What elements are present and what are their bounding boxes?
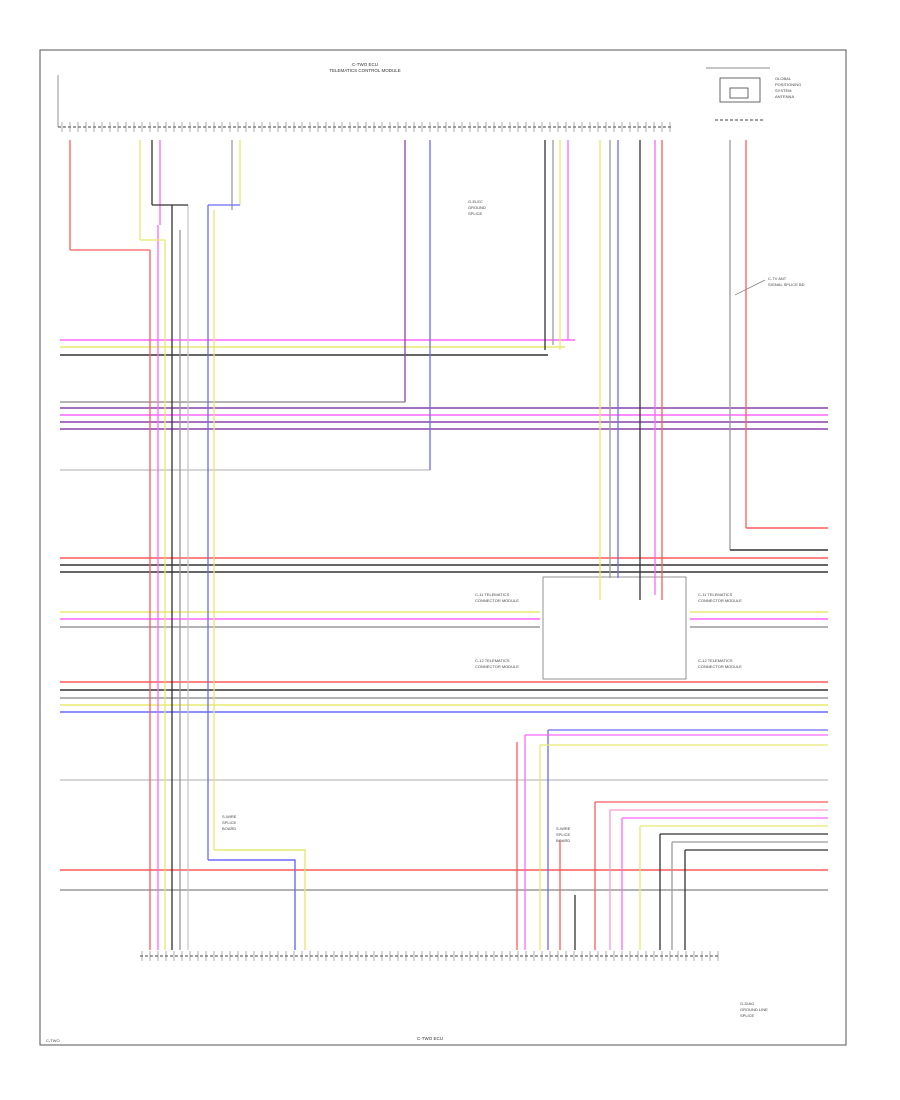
top-module-title-1: C-TWO ECU — [352, 62, 378, 67]
gps-label-1: GLOBAL — [775, 76, 792, 81]
gps-label-2: POSITIONING — [775, 82, 801, 87]
left-splice-label-1: S-WIRE — [222, 814, 237, 819]
left-splice-label-2: SPLICE — [222, 820, 237, 825]
gps-antenna-element — [729, 87, 749, 99]
wire-jog-5 — [214, 849, 306, 950]
antenna-splice-label-1: C-TV ANT — [768, 276, 787, 281]
right-splice-label-2: SPLICE — [556, 832, 571, 837]
page-reference: C-TWO — [46, 1038, 60, 1043]
conn-c11-left-1: C-11 TELEMATICS — [475, 592, 510, 597]
conn-c12-right-2: CONNECTOR MODULE — [698, 664, 742, 669]
pin-group — [61, 122, 719, 961]
wire-group — [60, 140, 828, 950]
conn-c12-right-1: C-12 TELEMATICS — [698, 658, 733, 663]
right-splice-label-1: S-WIRE — [556, 826, 571, 831]
conn-c11-right-1: C-11 TELEMATICS — [698, 592, 733, 597]
gps-label-4: ANTENNA — [775, 94, 794, 99]
diagram-frame — [39, 49, 847, 1046]
top-module-title-2: TELEMATICS CONTROL MODULE — [329, 68, 401, 73]
ground-point-label-3: SPLICE — [468, 211, 483, 216]
conn-c11-left-2: CONNECTOR MODULE — [475, 598, 519, 603]
gps-antenna-box — [719, 77, 761, 103]
conn-c11-right-2: CONNECTOR MODULE — [698, 598, 742, 603]
left-splice-label-3: BOARD — [222, 826, 236, 831]
bottom-module-title: C-TWO ECU — [417, 1036, 443, 1041]
conn-c12-left-2: CONNECTOR MODULE — [475, 664, 519, 669]
bottom-ground-label-3: SPLICE — [740, 1013, 755, 1018]
ground-point-label-1: G-ELEC — [468, 199, 483, 204]
conn-c12-left-1: C-12 TELEMATICS — [475, 658, 510, 663]
antenna-splice-leader — [734, 279, 766, 296]
mid-connector-group — [542, 576, 687, 680]
bottom-ground-label-2: GROUND LINE — [740, 1007, 768, 1012]
bottom-ground-label-1: G-DIAG — [740, 1001, 754, 1006]
right-splice-label-3: BOARD — [556, 838, 570, 843]
antenna-splice-label-2: SIGNAL SPLICE BD — [768, 282, 805, 287]
ground-point-label-2: GROUND — [468, 205, 486, 210]
wire-jog-4 — [208, 859, 296, 950]
gps-label-3: SYSTEM — [775, 88, 791, 93]
